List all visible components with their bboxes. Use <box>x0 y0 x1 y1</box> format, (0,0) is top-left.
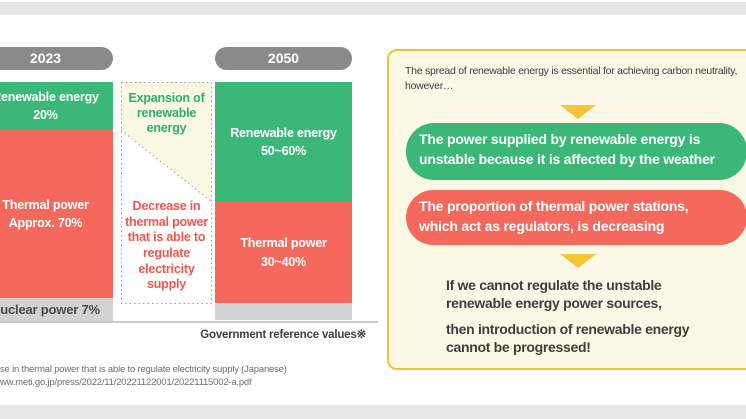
footnote-line-2: ww.meti.go.jp/press/2022/11/20221122001/… <box>0 377 252 388</box>
reference-note: Government reference values※ <box>200 329 366 341</box>
green-point-box: The power supplied by renewable energy i… <box>406 123 746 180</box>
bar-2050-thermal-segment: Thermal power 30~40% <box>215 202 352 303</box>
bar-2023-thermal-segment: Thermal power Approx. 70% <box>0 130 113 298</box>
decrease-label: Decrease in thermal power that is able t… <box>125 199 208 292</box>
conclusion-line-1: If we cannot regulate the unstable renew… <box>446 277 662 311</box>
bar-2050-renewable-segment: Renewable energy 50~60% <box>215 82 352 202</box>
transition-region: Expansion of renewable energy Decrease i… <box>121 82 212 304</box>
year-pill-2050: 2050 <box>215 47 352 70</box>
footnote-line-1: se in thermal power that is able to regu… <box>0 364 287 375</box>
transition-region-shape <box>121 82 212 304</box>
chart-baseline <box>0 321 378 323</box>
top-border-strip <box>0 2 746 15</box>
conclusion-line-2: then introduction of renewable energy ca… <box>446 321 690 355</box>
red-point-box: The proportion of thermal power stations… <box>406 190 746 245</box>
down-arrow-icon <box>560 254 596 268</box>
down-arrow-icon <box>560 105 596 119</box>
year-pill-2023: 2023 <box>0 47 113 70</box>
conclusion-block: If we cannot regulate the unstable renew… <box>446 277 690 356</box>
expansion-label: Expansion of renewable energy <box>128 91 205 135</box>
bar-2050-other-segment <box>215 303 352 320</box>
bar-2023-renewable-segment: Renewable energy 20% <box>0 82 113 130</box>
bar-2023-nuclear-segment: Nuclear power 7% <box>0 298 113 322</box>
bottom-border-strip <box>0 405 746 419</box>
panel-intro-text: The spread of renewable energy is essent… <box>405 65 738 93</box>
explanation-panel: The spread of renewable energy is essent… <box>387 49 746 370</box>
